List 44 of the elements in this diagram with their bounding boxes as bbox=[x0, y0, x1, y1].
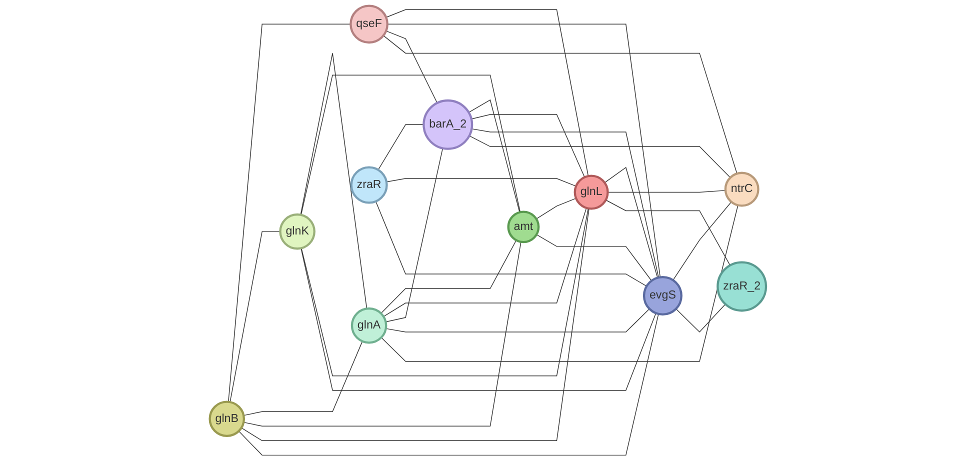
connector bbox=[536, 234, 652, 282]
connector bbox=[387, 24, 661, 278]
connector bbox=[380, 204, 738, 362]
connector bbox=[230, 231, 281, 402]
connector bbox=[385, 148, 444, 322]
node-circle: glnK bbox=[279, 213, 316, 250]
connector bbox=[468, 99, 520, 213]
connector bbox=[386, 178, 576, 187]
connector bbox=[672, 202, 732, 281]
node-circle: glnL bbox=[574, 174, 609, 210]
node-circle: glnB bbox=[208, 400, 246, 438]
connector bbox=[676, 304, 726, 333]
connector bbox=[604, 166, 658, 278]
connector bbox=[471, 128, 660, 278]
connector bbox=[300, 248, 656, 391]
connector bbox=[243, 241, 522, 426]
connector bbox=[386, 9, 589, 176]
node-circle: zraR bbox=[350, 166, 388, 204]
connector bbox=[300, 74, 521, 216]
node-circle: amt bbox=[507, 210, 540, 244]
node-circle: evgS bbox=[643, 276, 683, 316]
connector bbox=[243, 340, 363, 416]
connector bbox=[378, 124, 424, 170]
node-circle: qseF bbox=[350, 4, 389, 44]
connector bbox=[375, 201, 648, 287]
node-circle: ntrC bbox=[724, 172, 760, 207]
connector bbox=[471, 114, 586, 178]
connector bbox=[606, 200, 730, 266]
connector bbox=[300, 52, 368, 310]
node-circle: glnA bbox=[350, 307, 388, 344]
node-circle: barA_2 bbox=[422, 99, 474, 150]
connector bbox=[380, 240, 517, 314]
connector bbox=[607, 190, 726, 193]
connector bbox=[386, 30, 438, 104]
connector bbox=[238, 314, 659, 456]
connector bbox=[383, 208, 587, 317]
connector bbox=[386, 308, 650, 332]
node-circle: zraR_2 bbox=[716, 261, 768, 312]
connector bbox=[301, 208, 589, 376]
connector bbox=[241, 208, 590, 442]
connector bbox=[536, 198, 576, 220]
connector bbox=[469, 135, 731, 178]
connector bbox=[228, 24, 352, 402]
connector bbox=[383, 35, 738, 174]
